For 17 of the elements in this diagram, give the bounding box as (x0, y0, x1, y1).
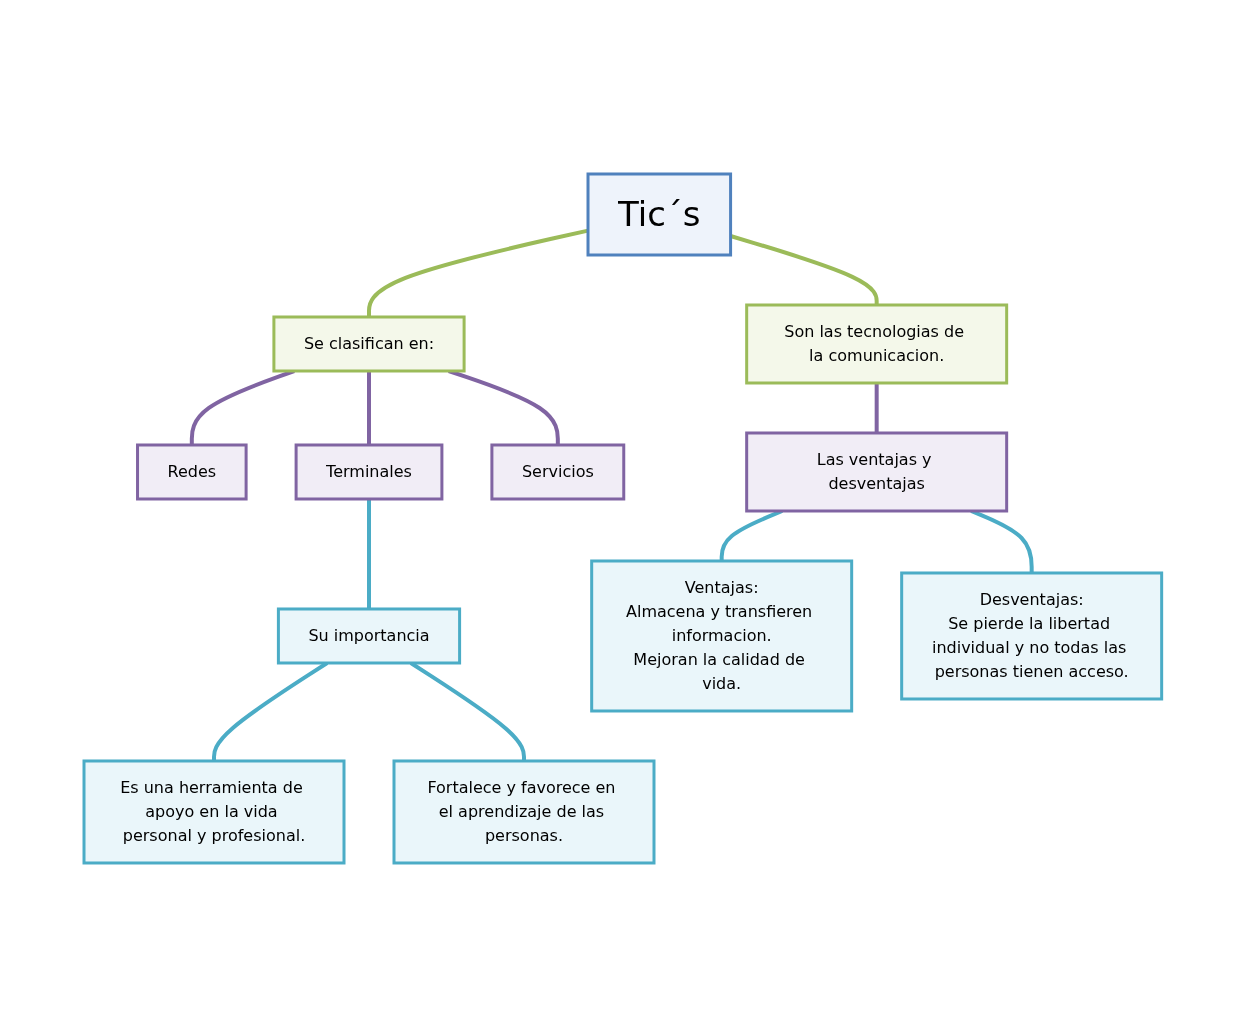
node-box (900, 571, 1164, 700)
node-box (82, 759, 346, 864)
connector (730, 233, 879, 305)
node-box (490, 443, 626, 500)
node-box (590, 559, 854, 712)
connector (367, 370, 372, 445)
connector (367, 498, 372, 609)
node-box (272, 315, 466, 372)
node-box (745, 431, 1009, 512)
connector (874, 382, 879, 433)
node-box (294, 443, 444, 500)
node-box (277, 607, 462, 664)
node-box (586, 172, 733, 256)
node-box (745, 303, 1009, 384)
node-box (136, 443, 248, 500)
connector (367, 228, 589, 317)
node-box (392, 759, 656, 864)
